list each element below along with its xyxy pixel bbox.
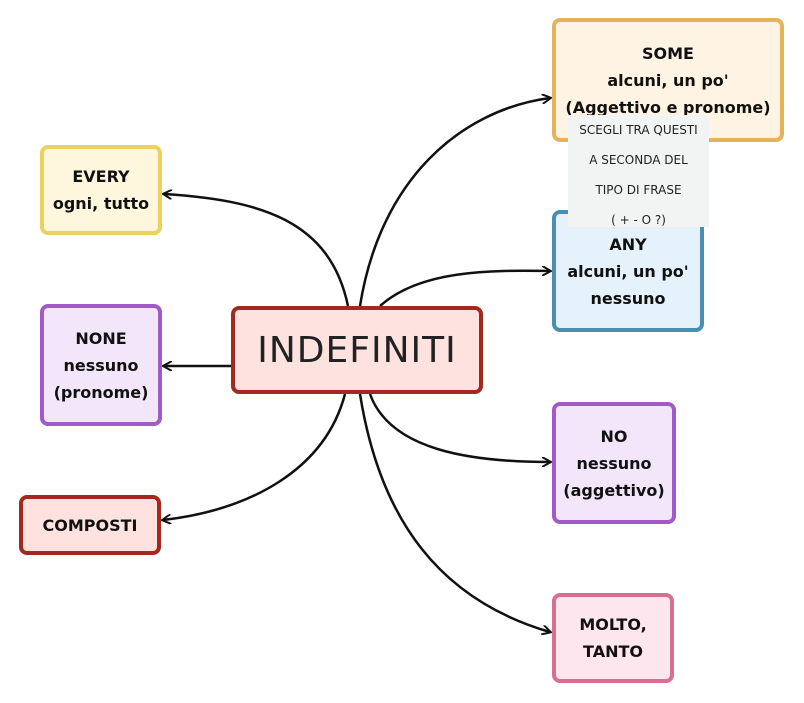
note-callout[interactable]: SCEGLI TRA QUESTI A SECONDA DEL TIPO DI … bbox=[568, 115, 709, 227]
node-molto[interactable]: MOLTO, TANTO bbox=[552, 593, 674, 683]
node-no-meaning: nessuno bbox=[576, 453, 652, 473]
node-molto-title-2: TANTO bbox=[583, 642, 643, 661]
node-any-meaning: alcuni, un po' bbox=[567, 261, 689, 281]
node-every-meaning: ogni, tutto bbox=[52, 194, 150, 213]
node-none[interactable]: NONE nessuno (pronome) bbox=[40, 304, 162, 426]
connector-any bbox=[379, 271, 550, 307]
connector-some bbox=[358, 98, 550, 307]
node-none-meaning: nessuno bbox=[63, 355, 139, 375]
node-any[interactable]: ANY alcuni, un po' nessuno bbox=[552, 210, 704, 332]
connector-molto bbox=[358, 393, 550, 632]
connector-composti bbox=[163, 393, 347, 520]
node-some-title: SOME bbox=[642, 43, 694, 63]
note-line-4: ( + - O ?) bbox=[611, 213, 666, 227]
node-molto-title: MOLTO, bbox=[579, 615, 647, 634]
node-no-title: NO bbox=[600, 426, 628, 446]
node-composti[interactable]: COMPOSTI bbox=[19, 495, 161, 555]
node-none-type: (pronome) bbox=[53, 382, 149, 402]
note-line-3: TIPO DI FRASE bbox=[595, 183, 682, 197]
node-no[interactable]: NO nessuno (aggettivo) bbox=[552, 402, 676, 524]
connector-every bbox=[164, 194, 350, 307]
node-any-title: ANY bbox=[609, 234, 647, 254]
node-no-type: (aggettivo) bbox=[563, 480, 665, 500]
node-none-title: NONE bbox=[75, 328, 127, 348]
node-every[interactable]: EVERY ogni, tutto bbox=[40, 145, 162, 235]
connector-no bbox=[368, 393, 550, 462]
node-any-meaning-2: nessuno bbox=[590, 288, 666, 308]
central-topic-label: INDEFINITI bbox=[257, 329, 457, 371]
central-topic-indefiniti[interactable]: INDEFINITI bbox=[231, 306, 483, 394]
node-some-meaning: alcuni, un po' bbox=[607, 70, 729, 90]
note-line-2: A SECONDA DEL bbox=[589, 153, 688, 167]
node-some-type: (Aggettivo e pronome) bbox=[565, 97, 771, 117]
node-composti-title: COMPOSTI bbox=[42, 515, 138, 535]
note-line-1: SCEGLI TRA QUESTI bbox=[579, 123, 698, 137]
node-every-title: EVERY bbox=[72, 167, 130, 186]
